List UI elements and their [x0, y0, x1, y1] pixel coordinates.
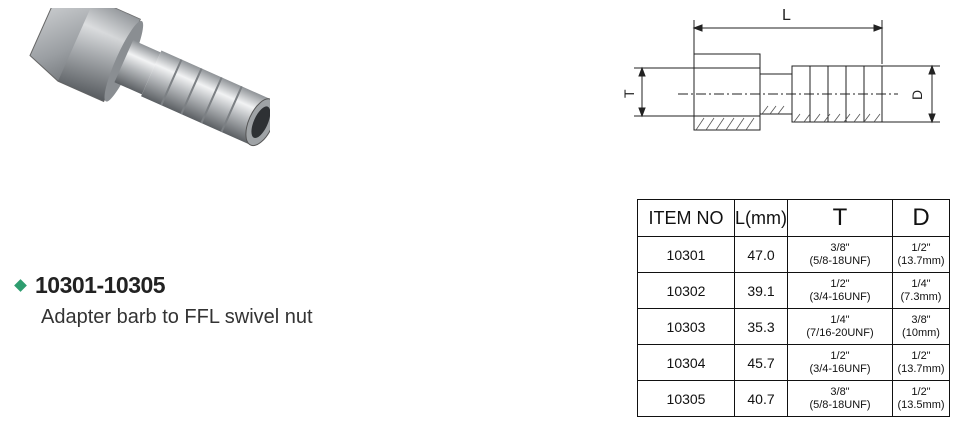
cell-diameter: 1/2"(13.7mm) [892, 236, 950, 273]
cell-thread: 1/2"(3/4-16UNF) [787, 344, 893, 381]
cell-length: 35.3 [734, 308, 788, 345]
cell-thread-text: 3/8" [830, 385, 850, 398]
cell-thread-text: 1/2" [830, 277, 850, 290]
cell-diameter: 1/2"(13.7mm) [892, 344, 950, 381]
cell-thread: 3/8"(5/8-18UNF) [787, 380, 893, 417]
cell-diameter-text: 1/4" [911, 277, 931, 290]
cell-diameter-text: (10mm) [902, 326, 940, 339]
cell-length-text: 47.0 [747, 246, 775, 263]
table-header-row: ITEM NO L(mm) T D [637, 199, 950, 237]
cell-diameter: 3/8"(10mm) [892, 308, 950, 345]
cell-diameter: 1/2"(13.5mm) [892, 380, 950, 417]
cell-diameter-text: (13.7mm) [897, 362, 945, 375]
header-item-no: ITEM NO [637, 199, 735, 237]
dimension-l-label: L [782, 7, 791, 24]
dimension-d-label: D [909, 90, 925, 100]
cell-item-no: 10304 [637, 344, 735, 381]
dimension-t-label: T [621, 89, 637, 98]
cell-thread-text: (5/8-18UNF) [809, 254, 871, 267]
cell-thread-text: (3/4-16UNF) [809, 290, 871, 303]
product-code: 10301-10305 [35, 272, 166, 298]
cell-thread: 1/4"(7/16-20UNF) [787, 308, 893, 345]
cell-item-no: 10303 [637, 308, 735, 345]
cell-thread-text: 1/4" [830, 313, 850, 326]
cell-length-text: 45.7 [747, 354, 775, 371]
cell-thread-text: 1/2" [830, 349, 850, 362]
cell-length: 39.1 [734, 272, 788, 309]
cell-thread: 1/2"(3/4-16UNF) [787, 272, 893, 309]
cell-item-no: 10302 [637, 272, 735, 309]
cell-diameter: 1/4"(7.3mm) [892, 272, 950, 309]
product-heading: 10301-10305 [14, 272, 166, 299]
header-length: L(mm) [734, 199, 788, 237]
cell-item-no: 10301 [637, 236, 735, 273]
cell-diameter-text: 3/8" [911, 313, 931, 326]
header-thread: T [787, 199, 893, 237]
cell-diameter-text: 1/2" [911, 349, 931, 362]
header-diameter: D [892, 199, 950, 237]
cell-thread: 3/8"(5/8-18UNF) [787, 236, 893, 273]
cell-thread-text: (3/4-16UNF) [809, 362, 871, 375]
cell-length-text: 39.1 [747, 282, 775, 299]
cell-length-text: 40.7 [747, 390, 775, 407]
cell-diameter-text: 1/2" [911, 385, 931, 398]
diamond-bullet-icon [14, 279, 27, 292]
cell-item-no-text: 10304 [666, 354, 706, 371]
cell-diameter-text: (7.3mm) [900, 290, 942, 303]
product-photo [29, 8, 270, 147]
cell-length-text: 35.3 [747, 318, 775, 335]
cell-thread-text: (5/8-18UNF) [809, 398, 871, 411]
technical-drawing: L T D [621, 7, 940, 131]
cell-diameter-text: (13.5mm) [897, 398, 945, 411]
cell-item-no-text: 10305 [666, 390, 706, 407]
cell-diameter-text: (13.7mm) [897, 254, 945, 267]
cell-length: 45.7 [734, 344, 788, 381]
cell-thread-text: 3/8" [830, 241, 850, 254]
cell-item-no-text: 10301 [666, 246, 706, 263]
product-description: Adapter barb to FFL swivel nut [41, 306, 313, 328]
cell-item-no-text: 10302 [666, 282, 706, 299]
cell-item-no: 10305 [637, 380, 735, 417]
cell-diameter-text: 1/2" [911, 241, 931, 254]
cell-thread-text: (7/16-20UNF) [806, 326, 874, 339]
cell-item-no-text: 10303 [666, 318, 706, 335]
cell-length: 47.0 [734, 236, 788, 273]
cell-length: 40.7 [734, 380, 788, 417]
